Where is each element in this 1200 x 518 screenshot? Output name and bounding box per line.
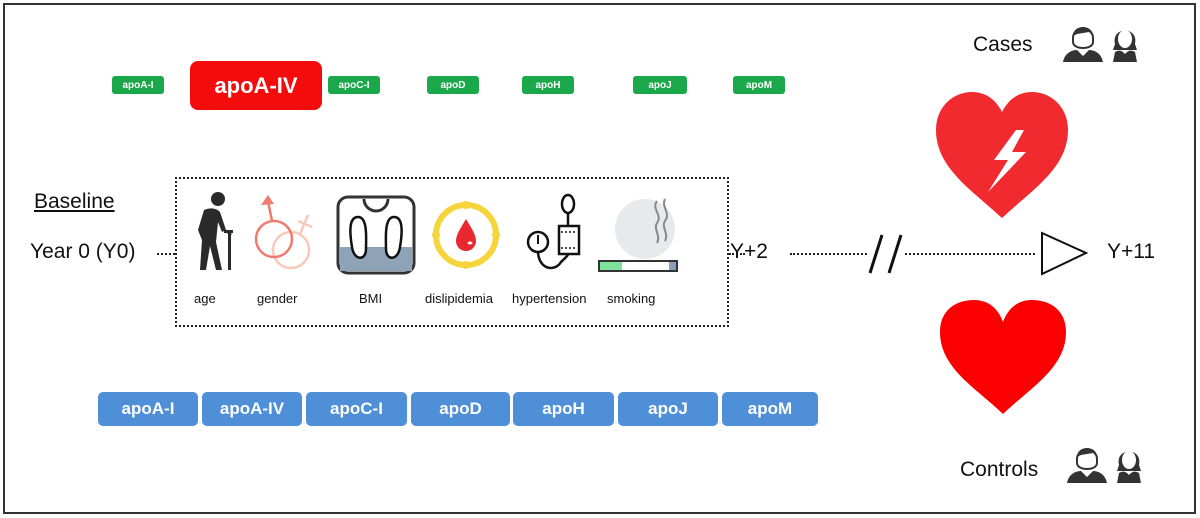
factor-label-dislipidemia: dislipidemia: [425, 291, 493, 306]
top-protein-apoH: apoH: [522, 76, 574, 94]
bottom-protein-apoH: apoH: [513, 392, 614, 426]
bottom-protein-apoA-I: apoA-I: [98, 392, 198, 426]
arrow-head-icon: [1041, 231, 1088, 276]
female-person-icon: [1113, 30, 1137, 62]
factor-label-hypertension: hypertension: [512, 291, 587, 306]
weight-scale-icon: [336, 195, 416, 275]
factor-label-age: age: [194, 291, 216, 306]
male-person-icon: [1063, 27, 1103, 62]
factor-label-gender: gender: [257, 291, 298, 306]
cigarette-icon: [598, 198, 678, 272]
bottom-protein-apoA-IV: apoA-IV: [202, 392, 302, 426]
controls-people-icon: [1067, 448, 1141, 483]
controls-label: Controls: [960, 458, 1039, 481]
cases-heart-lightning-icon: [936, 92, 1068, 218]
cases-people-icon: [1063, 27, 1137, 62]
timeline-break-icon: [868, 234, 904, 274]
top-protein-apoA-IV-highlighted: apoA-IV: [190, 61, 322, 110]
factor-label-smoking: smoking: [607, 291, 656, 306]
timeline-dots-box-end: [729, 253, 745, 255]
year0-label: Year 0 (Y0): [30, 240, 136, 263]
female-person-icon: [1117, 451, 1141, 483]
blood-pressure-monitor-icon: [526, 193, 581, 270]
elderly-person-icon: [198, 192, 233, 270]
top-protein-apoA-I: apoA-I: [112, 76, 164, 94]
baseline-factors-box: [175, 177, 729, 327]
top-protein-apoJ: apoJ: [633, 76, 687, 94]
male-person-icon: [1067, 448, 1107, 483]
factor-label-bmi: BMI: [359, 291, 383, 306]
blood-drop-target-icon: [432, 201, 500, 269]
bottom-protein-apoD: apoD: [411, 392, 510, 426]
bottom-protein-apoM: apoM: [722, 392, 818, 426]
bottom-protein-apoC-I: apoC-I: [306, 392, 407, 426]
top-protein-apoM: apoM: [733, 76, 785, 94]
cases-label: Cases: [973, 33, 1033, 56]
figure-frame: [3, 3, 1196, 514]
timeline-dots-long: [790, 253, 1035, 255]
bottom-protein-apoJ: apoJ: [618, 392, 718, 426]
top-protein-apoC-I: apoC-I: [328, 76, 380, 94]
controls-heart-icon: [940, 300, 1066, 414]
baseline-label: Baseline: [34, 190, 115, 213]
y2-label: Y+2: [730, 240, 768, 263]
top-protein-apoD: apoD: [427, 76, 479, 94]
gender-symbols-icon: [254, 195, 313, 270]
y11-label: Y+11: [1107, 240, 1156, 263]
timeline-dots-start: [157, 253, 175, 255]
